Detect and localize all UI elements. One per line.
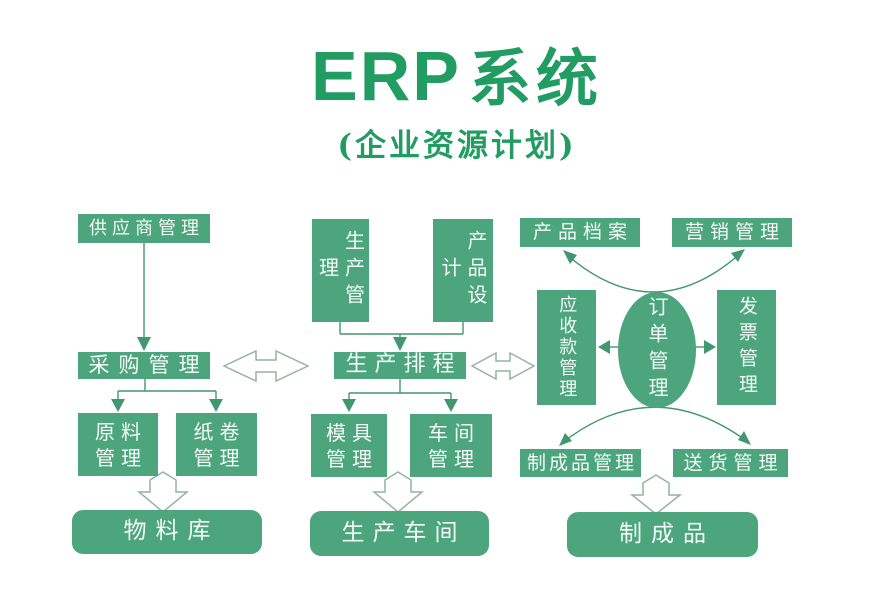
node-receivables-management: 应收款管理: [537, 290, 596, 405]
node-finished-goods: 制成品: [567, 512, 758, 557]
node-label-line1: 原料: [95, 419, 147, 444]
hollow-arrow-to-material-warehouse: [136, 471, 190, 513]
node-product-archive: 产品档案: [520, 218, 640, 247]
arrowhead-to-raw-material: [111, 399, 125, 412]
arrowhead-to-mold: [342, 399, 356, 412]
node-workshop-management: 车间 管理: [410, 414, 492, 477]
node-production-scheduling: 生产排程: [334, 352, 466, 379]
node-purchasing-management: 采购管理: [78, 352, 210, 379]
node-label: 物料库: [123, 518, 220, 545]
hollow-arrow-to-production-workshop: [371, 471, 425, 513]
arc-order-to-bottom-boxes: [561, 406, 749, 444]
arrowhead-to-marketing: [731, 249, 745, 262]
node-invoice-management: 发票管理: [717, 290, 776, 405]
node-label: 发票管理: [735, 295, 758, 400]
connector-merge-to-scheduling: [339, 322, 464, 339]
node-production-management: 生产管理: [312, 219, 369, 322]
node-label: 生产排程: [345, 352, 462, 378]
node-label: 生产车间: [341, 519, 466, 546]
node-label: 采购管理: [88, 352, 209, 377]
node-material-warehouse: 物料库: [72, 510, 262, 554]
node-label: 订单管理: [645, 296, 669, 404]
node-product-design: 产品设计: [433, 219, 493, 322]
node-supplier-management: 供应商管理: [78, 214, 210, 243]
title-erp-text: ERP: [311, 37, 461, 115]
node-label: 送货管理: [683, 451, 784, 474]
node-finished-goods-management: 制成品管理: [520, 449, 641, 477]
node-label-line2: 管理: [326, 446, 378, 471]
node-label-line1: 车间: [428, 420, 480, 445]
node-production-workshop: 生产车间: [310, 511, 489, 556]
arc-order-to-top-boxes: [565, 251, 743, 293]
node-label: 应收款管理: [556, 295, 578, 400]
node-label: 产品档案: [532, 221, 633, 244]
node-label: 生产管理: [315, 230, 366, 311]
node-label-line2: 管理: [193, 445, 246, 470]
node-mold-management: 模具 管理: [311, 414, 387, 477]
node-label: 制成品管理: [526, 451, 637, 474]
title-system-text: 系统: [468, 42, 603, 115]
arrowhead-order-to-invoice: [704, 340, 716, 354]
arrowhead-order-to-receivables: [598, 340, 610, 354]
arrowhead-to-scheduling: [393, 337, 407, 351]
double-arrow-scheduling-receivables: [470, 351, 536, 381]
node-order-management: 订单管理: [618, 292, 696, 408]
node-marketing-management: 营销管理: [672, 218, 792, 247]
node-paper-roll-management: 纸卷 管理: [176, 413, 257, 476]
double-arrow-purchasing-scheduling: [222, 349, 310, 383]
node-delivery-management: 送货管理: [673, 449, 788, 477]
node-label-line2: 管理: [428, 446, 480, 471]
node-raw-material-management: 原料 管理: [78, 413, 158, 476]
hollow-arrow-to-finished-goods: [629, 474, 683, 515]
node-label: 产品设计: [438, 230, 488, 311]
node-label: 供应商管理: [89, 217, 204, 239]
node-label: 制成品: [619, 520, 715, 547]
arrowhead-to-finished-goods-mgmt: [559, 433, 572, 446]
arrowhead-supplier-to-purchasing: [137, 337, 151, 351]
node-label-line2: 管理: [95, 445, 147, 470]
arrowhead-to-product-archive: [563, 250, 577, 264]
arrowhead-to-paper-roll: [209, 399, 223, 412]
node-label: 营销管理: [684, 221, 785, 244]
arrowhead-to-delivery: [738, 431, 751, 445]
connector-purchasing-split: [117, 379, 217, 400]
node-label-line1: 模具: [326, 420, 378, 445]
arrowhead-to-workshop: [444, 399, 458, 412]
diagram-subtitle: (企业资源计划): [337, 128, 577, 164]
node-label-line1: 纸卷: [193, 419, 246, 444]
connector-scheduling-split: [348, 379, 452, 400]
